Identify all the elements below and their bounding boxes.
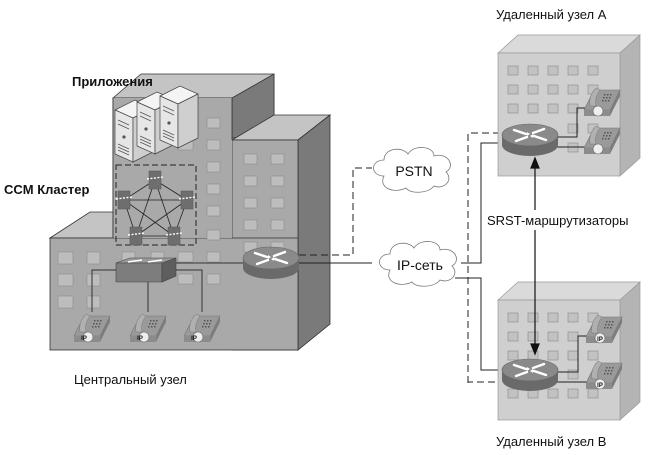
remote-site-b-building: IP IP — [497, 281, 641, 421]
srst-routers-label: SRST-маршрутизаторы — [487, 213, 628, 228]
router-icon[interactable] — [500, 357, 560, 393]
switch-icon[interactable] — [115, 257, 177, 283]
windows — [57, 117, 285, 309]
phone-badge: IP — [191, 336, 197, 342]
central-site-label: Центральный узел — [74, 372, 187, 387]
phone-badge: IP — [81, 336, 87, 342]
phone-badge: IP — [597, 383, 603, 389]
remote-site-a-building — [497, 34, 641, 177]
central-site-building: IP IP IP — [48, 73, 332, 351]
call-manager-icon[interactable] — [178, 190, 196, 210]
ip-network-label: IP-сеть — [397, 257, 443, 273]
remote-site-a-label: Удаленный узел A — [496, 7, 607, 22]
srst-arrows — [530, 156, 540, 356]
ccm-cluster-label: CCM Кластер — [4, 182, 89, 197]
wan-links — [299, 132, 506, 383]
call-manager-icon[interactable] — [165, 226, 183, 246]
phone-badge: IP — [597, 337, 603, 343]
pstn-label: PSTN — [395, 163, 432, 179]
remote-site-b-label: Удаленный узел B — [496, 434, 606, 449]
call-manager-icon[interactable] — [127, 226, 145, 246]
pstn-cloud[interactable]: PSTN — [373, 147, 451, 193]
applications-label: Приложения — [72, 74, 153, 89]
server-icon[interactable] — [159, 85, 199, 149]
router-icon[interactable] — [241, 245, 301, 281]
phone-badge: IP — [137, 336, 143, 342]
ccm-cluster-boundary — [115, 164, 197, 246]
call-manager-icon[interactable] — [146, 170, 164, 190]
router-icon[interactable] — [500, 122, 560, 158]
call-manager-icon[interactable] — [115, 190, 133, 210]
ip-network-cloud[interactable]: IP-сеть — [379, 241, 457, 287]
